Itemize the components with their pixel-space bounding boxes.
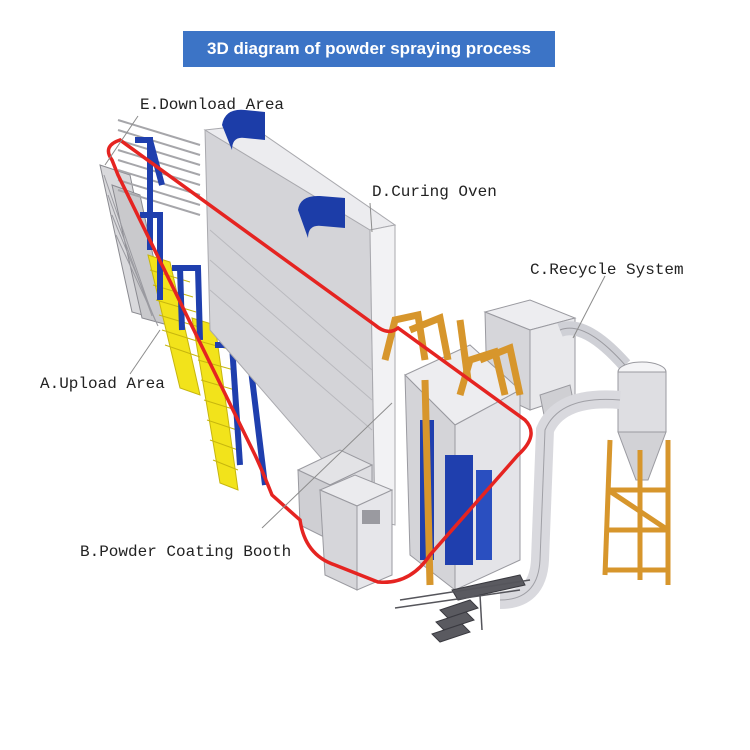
label-recycle-system: C.Recycle System: [530, 261, 684, 279]
label-curing-oven: D.Curing Oven: [372, 183, 497, 201]
red-conveyor: [106, 138, 533, 585]
curing-oven: [203, 109, 397, 526]
diagram-title: 3D diagram of powder spraying process: [183, 31, 555, 67]
leader-lines: [104, 115, 606, 529]
label-download-area: E.Download Area: [140, 96, 285, 114]
label-upload-area: A.Upload Area: [40, 375, 165, 393]
label-powder-coating-booth: B.Powder Coating Booth: [80, 543, 292, 561]
